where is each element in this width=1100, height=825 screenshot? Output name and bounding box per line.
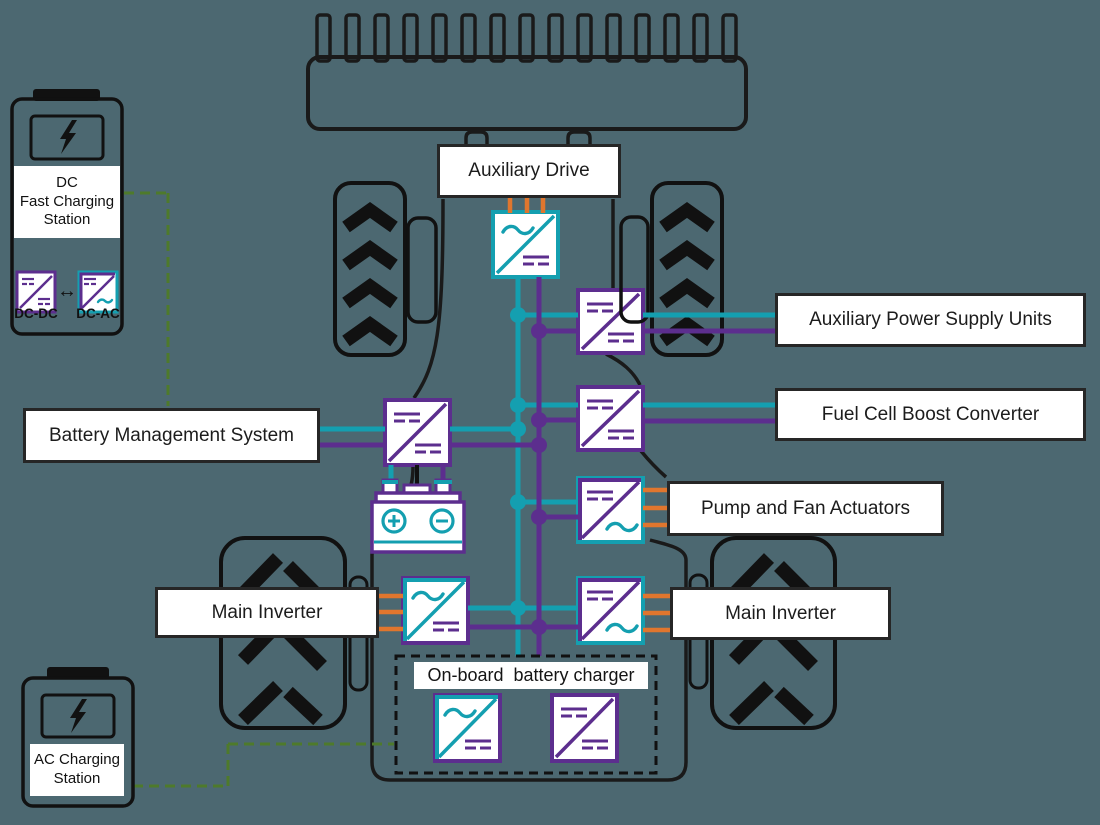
pump-fan-inverter-icon: [576, 476, 645, 544]
charging-link-dashed: [124, 191, 394, 788]
fuel-cell-boost-converter-label: Fuel Cell Boost Converter: [775, 388, 1086, 441]
dc-station-line1: DC: [56, 173, 78, 191]
auxiliary-drive-inverter-icon: [491, 210, 560, 279]
dc-ac-label: DC-AC: [76, 306, 120, 321]
body-side-right-mid1: [605, 352, 642, 386]
front-left-wheel-icon: [333, 181, 407, 357]
front-bumper-icon: [306, 13, 748, 131]
body-side-left-front: [412, 198, 445, 400]
battery-dcdc-converter-icon: [383, 398, 452, 467]
dc-dc-label: DC-DC: [14, 306, 58, 321]
front-left-suspension: [406, 216, 438, 324]
ac-charging-station: [21, 667, 135, 808]
auxiliary-drive-label: Auxiliary Drive: [437, 144, 621, 198]
wiring: [124, 191, 778, 788]
lightning-bolt-icon: [60, 120, 77, 154]
pump-and-fan-actuators-label: Pump and Fan Actuators: [667, 481, 944, 536]
on-board-charger-box: [394, 654, 658, 775]
body-side-right-mid2: [639, 449, 668, 479]
fuelcell-dcdc-converter-icon: [576, 385, 645, 452]
main-inverter-left-icon: [401, 576, 470, 645]
dc-station-line2: Fast Charging: [19, 192, 115, 210]
on-board-battery-charger-title: On-board battery charger: [414, 662, 648, 689]
battery-management-system-label: Battery Management System: [23, 408, 320, 463]
ac-station-line2: Station: [53, 770, 101, 787]
bumper-tab-left: [464, 130, 489, 144]
main-inverter-right-label: Main Inverter: [670, 587, 891, 640]
dc-dc-mini-converter-icon: [15, 270, 57, 314]
charger-dcdc-converter-icon: [550, 693, 619, 763]
purple-junction-dots: [531, 323, 547, 635]
front-right-wheel-icon: [650, 181, 724, 357]
dc-ac-mini-converter-icon: [77, 270, 119, 314]
three-phase-wires: [378, 198, 670, 633]
front-right-suspension: [619, 215, 650, 324]
dc-station-text: DC Fast Charging Station: [14, 166, 120, 238]
double-arrow-icon: ↔: [57, 279, 77, 302]
charger-acdc-converter-icon: [433, 693, 502, 763]
ac-station-line1: AC Charging: [34, 751, 120, 769]
dc-station-screen: [29, 114, 105, 161]
main-inverter-right-icon: [576, 576, 645, 645]
ac-station-screen: [40, 693, 116, 739]
teal-junction-dots: [510, 307, 526, 616]
bumper-tab-right: [566, 130, 592, 144]
ac-station-text: AC Charging Station: [30, 744, 124, 796]
main-inverter-left-label: Main Inverter: [155, 587, 379, 638]
ac-station-plug: [47, 667, 109, 679]
auxiliary-power-supply-units-label: Auxiliary Power Supply Units: [775, 293, 1086, 347]
dc-fast-charging-station: [10, 89, 124, 336]
converters: [383, 210, 645, 763]
lightning-bolt-icon: [70, 699, 87, 733]
battery-icon: [370, 478, 466, 554]
dc-station-line3: Station: [43, 211, 91, 229]
